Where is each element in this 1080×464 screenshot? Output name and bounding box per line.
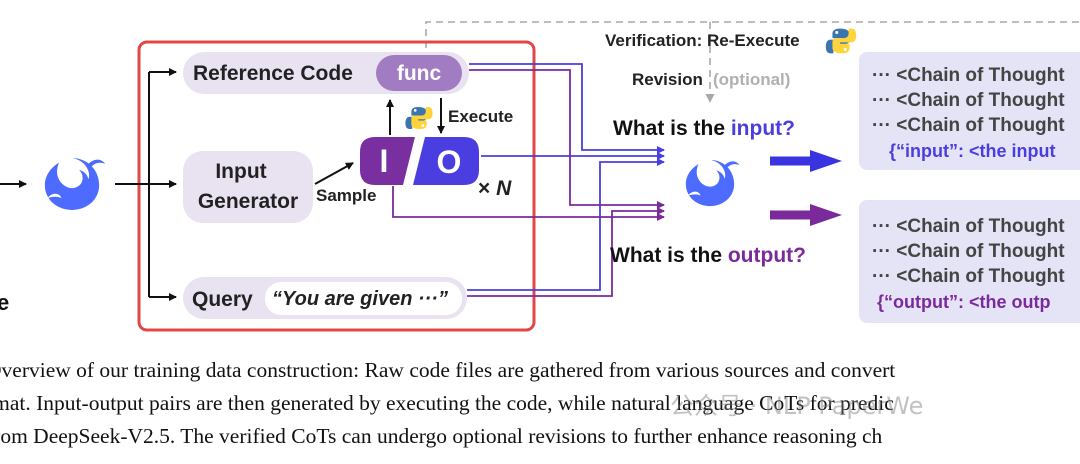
query-text: “You are given ···”: [272, 288, 448, 310]
output-cot-line-3: ··· <Chain of Thought: [872, 266, 1065, 287]
io-input-block: [360, 137, 415, 185]
output-cot-panel: [859, 200, 1080, 323]
watermark: 公众号 · NLP PaperWe: [670, 392, 924, 420]
verification-loop-line: [425, 21, 1080, 48]
input-question: What is the input?: [613, 117, 795, 140]
input-cot-line-1: ··· <Chain of Thought: [872, 65, 1065, 86]
func-label: func: [397, 62, 442, 85]
caption-line-3: from DeepSeek-V2.5. The verified CoTs ca…: [0, 424, 883, 448]
cut-left-label: e: [0, 290, 9, 315]
func-to-output-question-line: [469, 69, 665, 209]
figure-caption: Overview of our training data constructi…: [0, 354, 1080, 453]
io-input-letter: I: [380, 143, 389, 179]
deepseek-whale-icon: [44, 158, 106, 210]
output-question: What is the output?: [610, 244, 806, 267]
deepseek-whale-icon: [685, 159, 740, 207]
io-output-letter: O: [437, 144, 462, 180]
input-cot-panel: [859, 52, 1080, 170]
input-result-arrow-head: [810, 150, 842, 172]
input-to-output-question-line: [392, 186, 665, 221]
query-text-pill: [265, 282, 462, 315]
query-to-output-question-line: [467, 207, 665, 297]
query-label: Query: [192, 288, 253, 311]
revision-optional-label: (optional): [713, 70, 790, 89]
input-answer: {“input”: <the input: [889, 141, 1055, 161]
io-slash: [402, 130, 422, 192]
output-cot-line-2: ··· <Chain of Thought: [872, 241, 1065, 262]
input-cot-line-2: ··· <Chain of Thought: [872, 90, 1065, 111]
python-logo-icon: [825, 28, 857, 54]
output-cot-line-1: ··· <Chain of Thought: [872, 216, 1065, 237]
input-cot-line-3: ··· <Chain of Thought: [872, 115, 1065, 136]
python-logo-icon: [405, 106, 433, 130]
execute-label: Execute: [448, 107, 513, 126]
input-generator-label-1: Input: [215, 160, 266, 183]
output-result-arrow-head: [810, 204, 842, 226]
caption-line-2: rmat. Input-output pairs are then genera…: [0, 391, 894, 415]
input-generator-label-2: Generator: [198, 190, 298, 213]
input-generator-box: [183, 151, 313, 223]
verification-label: Verification: Re-Execute: [605, 31, 800, 50]
sample-arrow: [314, 162, 354, 185]
caption-line-1: Overview of our training data constructi…: [0, 358, 896, 382]
data-construction-frame: [137, 40, 536, 332]
func-pill: [376, 55, 462, 91]
sample-label: Sample: [316, 186, 376, 205]
revision-label: Revision: [632, 70, 703, 89]
query-to-input-question-line: [467, 158, 665, 291]
func-to-input-question-line: [469, 63, 665, 154]
io-output-block: [413, 137, 479, 185]
reference-code-label: Reference Code: [193, 62, 353, 85]
times-label: × N: [478, 177, 512, 200]
output-answer: {“output”: <the outp: [877, 292, 1050, 312]
